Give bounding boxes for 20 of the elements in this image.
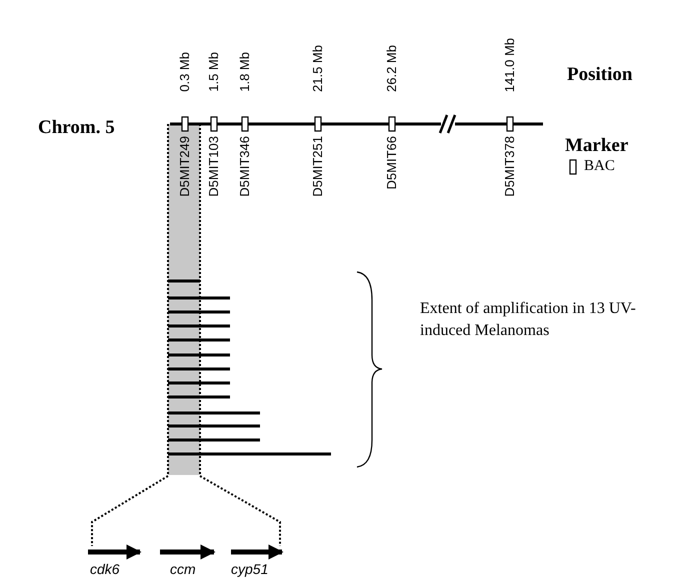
position-label: 1.8 Mb [238,52,251,92]
marker-label: D5MIT66 [385,136,398,190]
axis-heading: Marker [565,136,628,155]
position-label: 1.5 Mb [207,52,220,92]
gene-label: cdk6 [90,562,120,576]
position-label: 21.5 Mb [311,45,324,92]
position-label: 0.3 Mb [178,52,191,92]
marker-label: D5MIT251 [311,136,324,197]
marker-label: D5MIT346 [238,136,251,197]
position-label: 26.2 Mb [385,45,398,92]
gene-label: cyp51 [231,562,268,576]
marker-label: D5MIT103 [207,136,220,197]
gene-label: ccm [170,562,196,576]
annotation-text: Extent of amplification in 13 UV-induced Melanomas [420,299,637,341]
legend-text: BAC [584,159,615,174]
axis-heading: Position [567,65,632,84]
position-label: 141.0 Mb [503,38,516,92]
marker-label: D5MIT378 [503,136,516,197]
marker-label: D5MIT249 [178,136,191,197]
chromosome-label: Chrom. 5 [38,118,115,137]
